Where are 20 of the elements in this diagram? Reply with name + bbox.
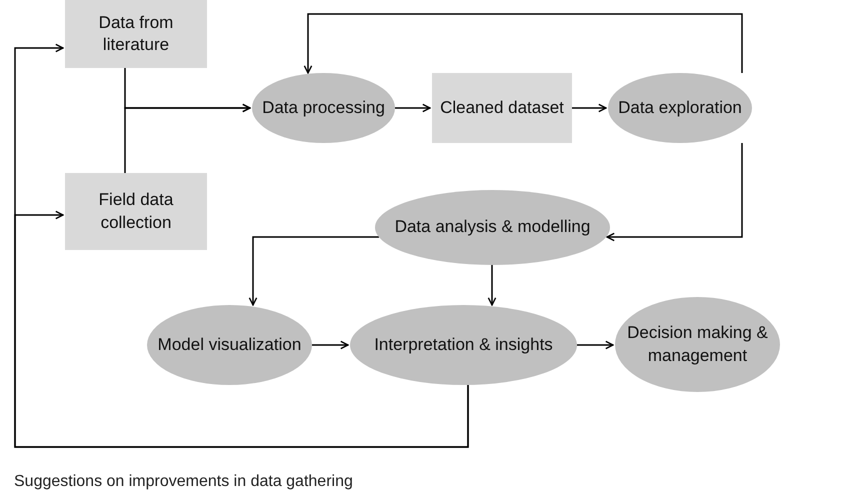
arrow <box>14 210 469 448</box>
data-box: Field data collection <box>65 173 207 250</box>
data-box: Cleaned dataset <box>432 73 572 143</box>
process-ellipse: Data processing <box>252 73 395 143</box>
process-ellipse: Data analysis & modelling <box>375 190 610 265</box>
edge-label: Suggestions on improvements in data gathering <box>14 472 353 492</box>
process-ellipse: Model visualization <box>147 305 312 385</box>
arrow <box>312 340 349 350</box>
data-box: Data from literature <box>65 0 207 68</box>
arrow <box>577 340 614 350</box>
arrow <box>572 104 607 112</box>
arrow <box>124 104 251 173</box>
arrow <box>304 13 743 74</box>
arrow <box>395 104 431 112</box>
process-ellipse: Interpretation & insights <box>350 305 577 385</box>
process-ellipse: Data exploration <box>608 73 752 143</box>
arrow <box>248 236 379 306</box>
process-ellipse: Decision making & management <box>615 297 780 392</box>
arrow <box>606 143 743 242</box>
arrow <box>488 265 496 306</box>
